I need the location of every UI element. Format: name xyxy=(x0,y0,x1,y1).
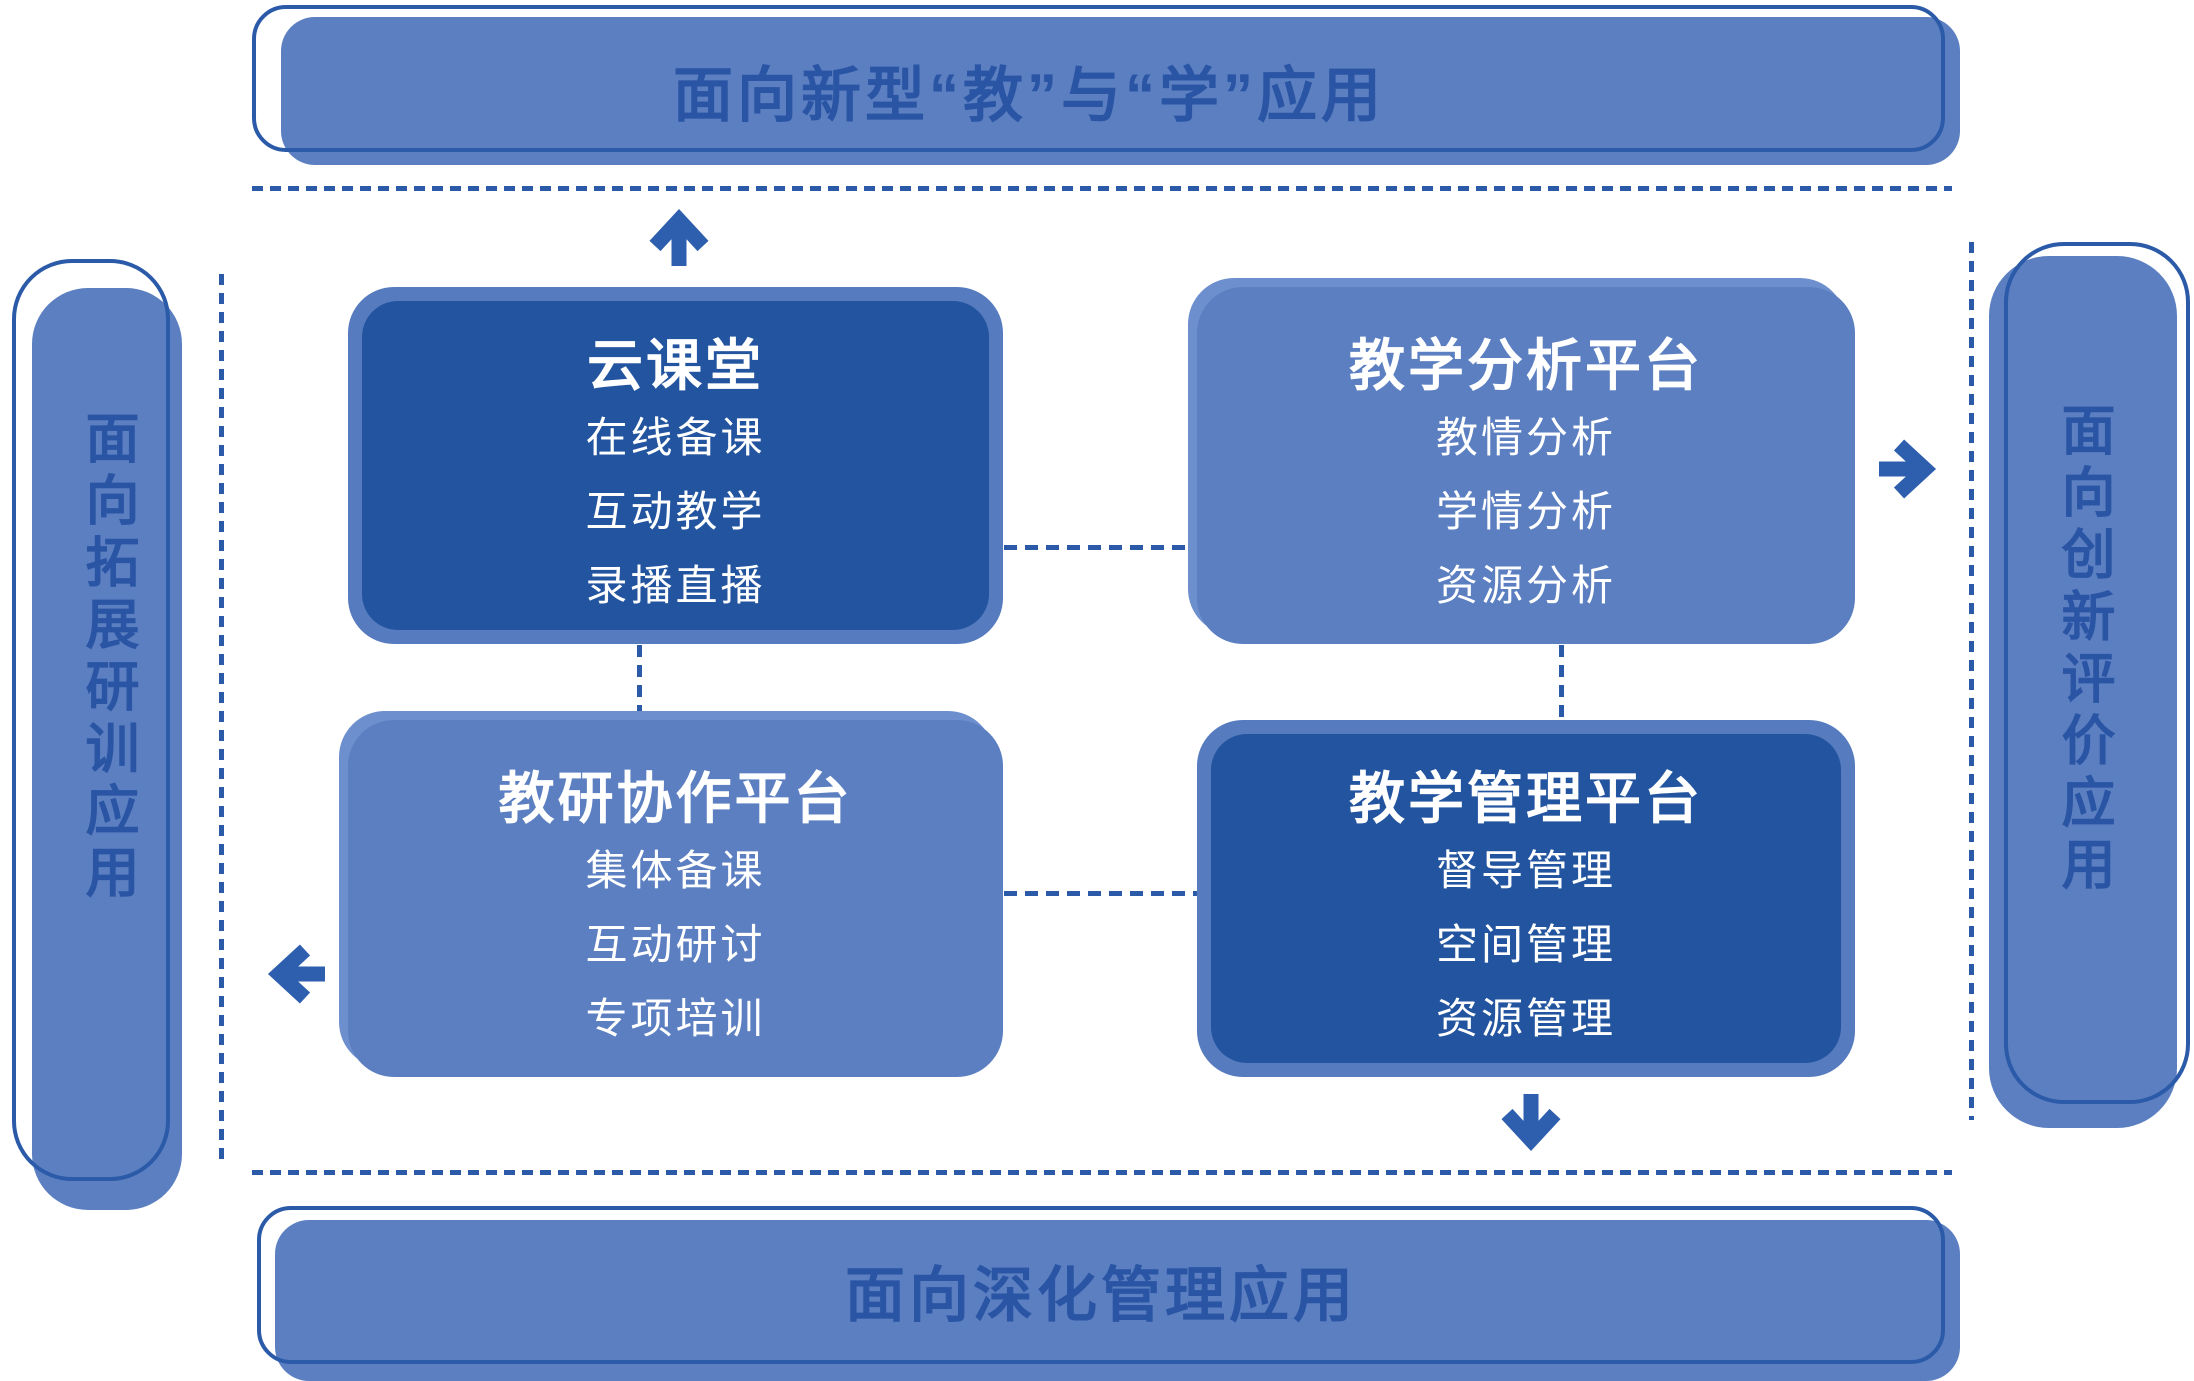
platform-item: 集体备课 xyxy=(585,847,766,894)
platform-item: 空间管理 xyxy=(1435,921,1616,968)
dashed-frame-top xyxy=(252,186,1952,191)
arrow-down-icon xyxy=(1499,1092,1563,1156)
platform-card-inner: 教学分析平台 教情分析 学情分析 资源分析 xyxy=(1197,287,1855,644)
platform-card-inner: 教研协作平台 集体备课 互动研讨 专项培训 xyxy=(348,720,1003,1077)
platform-title: 云课堂 xyxy=(587,334,764,397)
platform-item-list: 督导管理 空间管理 资源管理 xyxy=(1436,834,1616,1056)
platform-item: 资源管理 xyxy=(1435,995,1616,1042)
platform-item: 互动研讨 xyxy=(585,921,766,968)
banner-left-fill xyxy=(32,288,182,1210)
platform-card-inner: 教学管理平台 督导管理 空间管理 资源管理 xyxy=(1211,734,1841,1063)
banner-right-label: 面向创新评价应用 xyxy=(2053,402,2113,898)
platform-item: 督导管理 xyxy=(1435,847,1616,894)
platform-item: 资源分析 xyxy=(1435,562,1616,609)
connector-cloud-research xyxy=(637,645,642,720)
connector-analysis-management xyxy=(1559,645,1564,720)
platform-card-research-collaboration: 教研协作平台 集体备课 互动研讨 专项培训 xyxy=(348,720,1003,1077)
platform-card-teaching-management: 教学管理平台 督导管理 空间管理 资源管理 xyxy=(1197,720,1855,1077)
dashed-frame-right xyxy=(1969,242,1974,1120)
platform-item: 录播直播 xyxy=(585,562,766,609)
banner-left-outline xyxy=(12,259,170,1181)
arrow-up-icon xyxy=(647,204,711,268)
platform-item-list: 教情分析 学情分析 资源分析 xyxy=(1436,401,1616,623)
platform-card-inner: 云课堂 在线备课 互动教学 录播直播 xyxy=(362,301,989,630)
connector-cloud-analysis xyxy=(1004,545,1197,550)
banner-right-outline xyxy=(2004,242,2190,1104)
banner-bottom-label: 面向深化管理应用 xyxy=(845,1261,1357,1329)
platform-item-list: 集体备课 互动研讨 专项培训 xyxy=(585,834,765,1056)
platform-item: 专项培训 xyxy=(585,995,766,1042)
platform-title: 教学管理平台 xyxy=(1349,767,1703,830)
dashed-frame-left xyxy=(219,274,224,1162)
platform-title: 教研协作平台 xyxy=(498,767,853,830)
platform-item: 在线备课 xyxy=(585,414,766,461)
banner-left-label: 面向拓展研训应用 xyxy=(77,410,137,906)
banner-top-outline xyxy=(252,5,1945,152)
dashed-frame-bottom xyxy=(252,1170,1952,1175)
platform-card-teaching-analysis: 教学分析平台 教情分析 学情分析 资源分析 xyxy=(1197,287,1855,644)
platform-item-list: 在线备课 互动教学 录播直播 xyxy=(585,401,765,623)
banner-top-label: 面向新型“教”与“学”应用 xyxy=(673,61,1385,129)
connector-research-management xyxy=(1004,891,1197,896)
arrow-left-icon xyxy=(263,942,327,1006)
platform-item: 互动教学 xyxy=(585,488,766,535)
platform-item: 教情分析 xyxy=(1435,414,1616,461)
banner-bottom-outline xyxy=(257,1206,1945,1364)
banner-bottom-fill xyxy=(275,1220,1960,1381)
platform-title: 教学分析平台 xyxy=(1349,334,1703,397)
banner-right-fill xyxy=(1989,256,2177,1128)
banner-top-fill xyxy=(281,17,1960,165)
platform-item: 学情分析 xyxy=(1435,488,1616,535)
banner-right-label-wrap: 面向创新评价应用 xyxy=(1989,256,2177,1128)
arrow-right-icon xyxy=(1877,437,1941,501)
banner-left-label-wrap: 面向拓展研训应用 xyxy=(32,288,182,1210)
platform-card-cloud-classroom: 云课堂 在线备课 互动教学 录播直播 xyxy=(348,287,1003,644)
